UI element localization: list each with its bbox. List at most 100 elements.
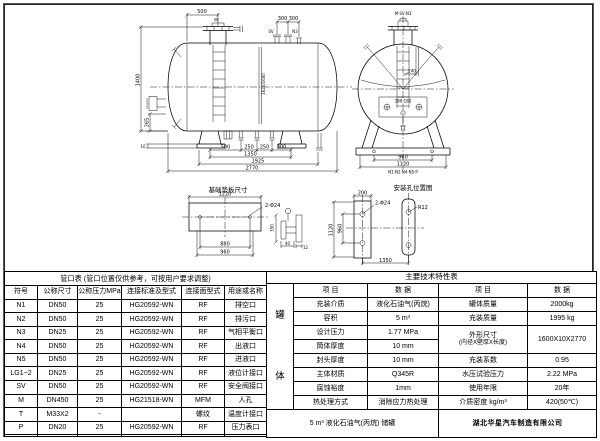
- cell: 1mm: [367, 381, 439, 396]
- install-labels: 2-Φ24 R12 200 1120 960 1350: [329, 191, 428, 264]
- cell: 1600X10X2770: [526, 325, 598, 354]
- cell: 25: [77, 339, 122, 354]
- nozzle-tag: N3: [292, 29, 298, 34]
- cell: DN450: [37, 393, 78, 409]
- cell: 液位计接口: [223, 366, 268, 381]
- cell: 25: [77, 366, 122, 381]
- cell: [37, 434, 78, 437]
- cell: 排污口: [223, 312, 268, 327]
- saddle-right: [277, 130, 307, 149]
- cell: 水压试验压力: [438, 367, 528, 382]
- cell: 420(50℃): [526, 395, 598, 410]
- cell: 使用年限: [438, 381, 528, 396]
- dim-label: 240: [408, 69, 416, 74]
- cell: 25: [77, 325, 122, 341]
- dim-label: 250: [244, 145, 254, 151]
- cell: [4, 434, 38, 437]
- table-row: 热处理方式 消除应力热处理 介质密度 kg/m³ 420(50℃): [267, 395, 598, 410]
- cell: DN50: [37, 312, 78, 327]
- cell: RF: [181, 420, 225, 436]
- cell: 10 mm: [367, 353, 439, 368]
- detail-title: 安装孔位置图: [394, 183, 433, 192]
- cell: HG20592-WN: [121, 312, 182, 327]
- dim-label: 350: [270, 224, 275, 232]
- head-nozzles-left: [171, 47, 182, 129]
- spec-table-title-row: 主要技术特性表: [265, 271, 598, 284]
- cell: 充装介质: [293, 297, 368, 312]
- base-plate-section: [280, 207, 303, 243]
- dim-label: 250: [260, 145, 270, 151]
- level-gauge-tube: [258, 47, 262, 124]
- head-drain-nozzle: [316, 133, 323, 151]
- column-header: 数 据: [526, 283, 598, 298]
- end-dim-lines: [358, 72, 448, 169]
- cell: HG20592-WN: [121, 420, 182, 436]
- column-header: 用途或名称: [223, 284, 268, 300]
- base-labels: 2-Φ24 1220 880 960 40 12 350: [219, 192, 309, 256]
- cell: 20年: [526, 381, 598, 396]
- dim-label: 500: [197, 9, 207, 15]
- column-header: 数 据: [367, 283, 439, 298]
- base-plate-outline: [188, 202, 262, 232]
- cell: LG1~2: [4, 366, 38, 381]
- radius-callout: R12: [418, 205, 428, 211]
- spec-table-footer-row: 5 m³ 液化石油气(丙烷) 储罐 湖北华星汽车制造有限公司: [266, 409, 598, 438]
- cell: 出液口: [223, 339, 268, 354]
- end-view: M·SV·N3 240 180 180 960 1120 N1·N2·N4·N5…: [352, 11, 454, 175]
- column-header: 公称压力MPa: [77, 284, 122, 300]
- column-header: 项 目: [293, 283, 368, 298]
- cell: 热处理方式: [293, 395, 368, 410]
- table-row: 容积 5 m³ 充装质量 1995 kg: [267, 311, 598, 326]
- anchor-holes: [359, 209, 412, 248]
- dim-label: 40: [285, 241, 291, 246]
- dim-label: 1620/1600: [261, 73, 266, 95]
- dim-label: 12: [303, 245, 309, 250]
- cell: [181, 434, 225, 437]
- top-nozzle-stub: [296, 37, 302, 44]
- cell: N2: [4, 312, 38, 327]
- dim-label: 180 180: [395, 99, 412, 104]
- dim-label: 1350: [244, 152, 257, 158]
- cell: N1: [4, 298, 38, 314]
- dim-label: 1400: [136, 74, 142, 87]
- cell: 充装系数: [438, 353, 528, 368]
- cell: 2.22 MPa: [526, 367, 598, 382]
- cell: HG20592-WN: [121, 298, 182, 314]
- group-label-tank-body: 罐 体: [266, 283, 294, 410]
- cell: 压力表口: [223, 420, 268, 436]
- dim-label: 300: [277, 145, 287, 151]
- cell: 1.77 MPa: [367, 325, 439, 340]
- cell: SV: [4, 380, 38, 395]
- cell: 安全阀接口: [223, 380, 268, 395]
- spec-table-header-row: 罐 体 项 目 数 据 项 目 数 据: [266, 283, 598, 410]
- dim-label: 960: [398, 155, 408, 161]
- side-view: 500 300 300 1400 265 10 1620/1600 500 25…: [136, 9, 352, 173]
- cell: 温度计接口: [223, 407, 268, 422]
- cell: HG20592-WN: [121, 380, 182, 395]
- cell: DN20: [37, 420, 78, 436]
- cell: HG21518-WN: [121, 393, 182, 409]
- cell: RF: [181, 325, 225, 341]
- thermowell-fitting: [233, 25, 243, 32]
- dim-label: 300: [278, 16, 288, 22]
- dim-label: 1350: [379, 258, 392, 264]
- cell: HG20592-WN: [121, 352, 182, 368]
- column-header: 连接标准及型式: [121, 284, 182, 300]
- cell: HG20592-WN: [121, 366, 182, 381]
- bottom-sump: [223, 130, 233, 140]
- cell: 25: [77, 393, 122, 409]
- group-char: 罐: [275, 309, 285, 321]
- dim-label: 1120: [397, 162, 410, 168]
- cell: 容积: [293, 311, 368, 326]
- cell: -: [77, 407, 122, 422]
- hole-callout: 2-Φ24: [265, 203, 280, 209]
- cell: 气相平衡口: [223, 325, 268, 341]
- nozzle-table-title-row: 管口表 (管口位置仅供参考，可按用户要求调整): [3, 271, 268, 286]
- install-holes-detail: 安装孔位置图 2-Φ24 R12 200 1120: [329, 183, 433, 265]
- cell: N5: [4, 352, 38, 368]
